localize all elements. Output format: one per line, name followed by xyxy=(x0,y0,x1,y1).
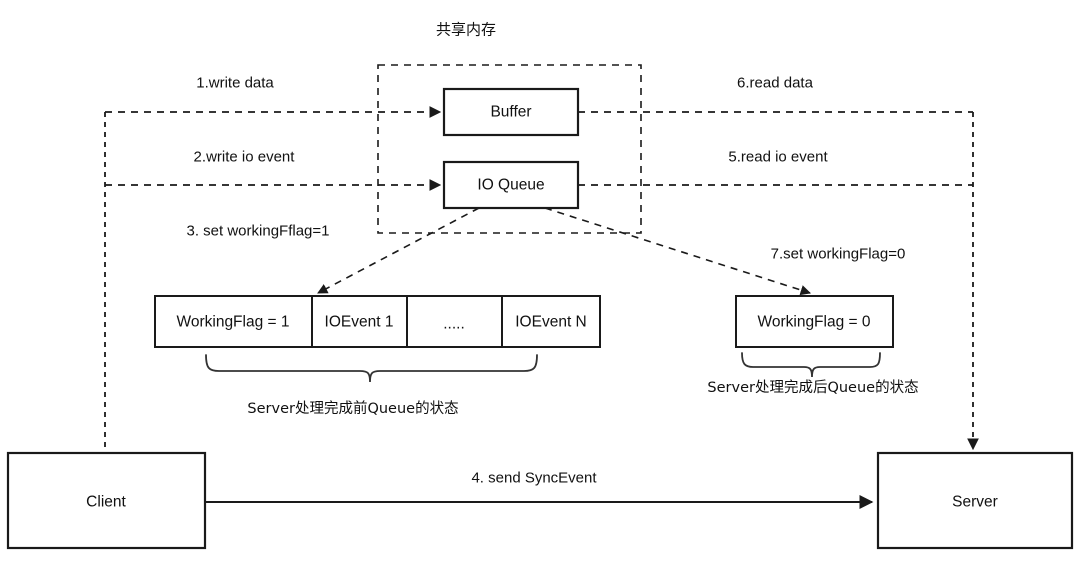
queue-before-strip xyxy=(154,295,601,348)
queue-after-caption: Server处理完成后Queue的状态 xyxy=(707,379,919,396)
step-6-label: 6.read data xyxy=(737,74,813,92)
queue-after-working-flag-0: WorkingFlag = 0 xyxy=(757,313,871,331)
io-queue-to-before-connector xyxy=(317,207,480,294)
io-queue-box xyxy=(442,160,580,210)
server-label: Server xyxy=(952,493,998,511)
shared-memory-region xyxy=(377,64,642,234)
step-2-label: 2.write io event xyxy=(193,148,295,166)
queue-cell-ellipsis: ..... xyxy=(443,315,465,333)
queue-cell-ioevent-n: IOEvent N xyxy=(515,313,587,331)
queue-before-caption: Server处理完成前Queue的状态 xyxy=(247,400,459,417)
queue-after-brace xyxy=(741,352,881,378)
step-5-label: 5.read io event xyxy=(728,148,828,166)
step-7-label: 7.set workingFlag=0 xyxy=(770,245,906,263)
queue-after-box xyxy=(735,295,894,348)
step-4-label: 4. send SyncEvent xyxy=(471,469,597,487)
queue-before-brace xyxy=(205,354,538,383)
server-box xyxy=(876,451,1074,550)
queue-cell-ioevent-1: IOEvent 1 xyxy=(324,313,394,331)
step-1-label: 1.write data xyxy=(196,74,274,92)
buffer-box xyxy=(442,87,580,137)
queue-cell-working-flag-1: WorkingFlag = 1 xyxy=(176,313,290,331)
client-box xyxy=(6,451,207,550)
step-3-label: 3. set workingFflag=1 xyxy=(186,222,330,240)
client-label: Client xyxy=(86,493,126,511)
shared-memory-title: 共享内存 xyxy=(435,20,497,39)
io-queue-label: IO Queue xyxy=(477,176,545,194)
buffer-label: Buffer xyxy=(490,103,532,121)
